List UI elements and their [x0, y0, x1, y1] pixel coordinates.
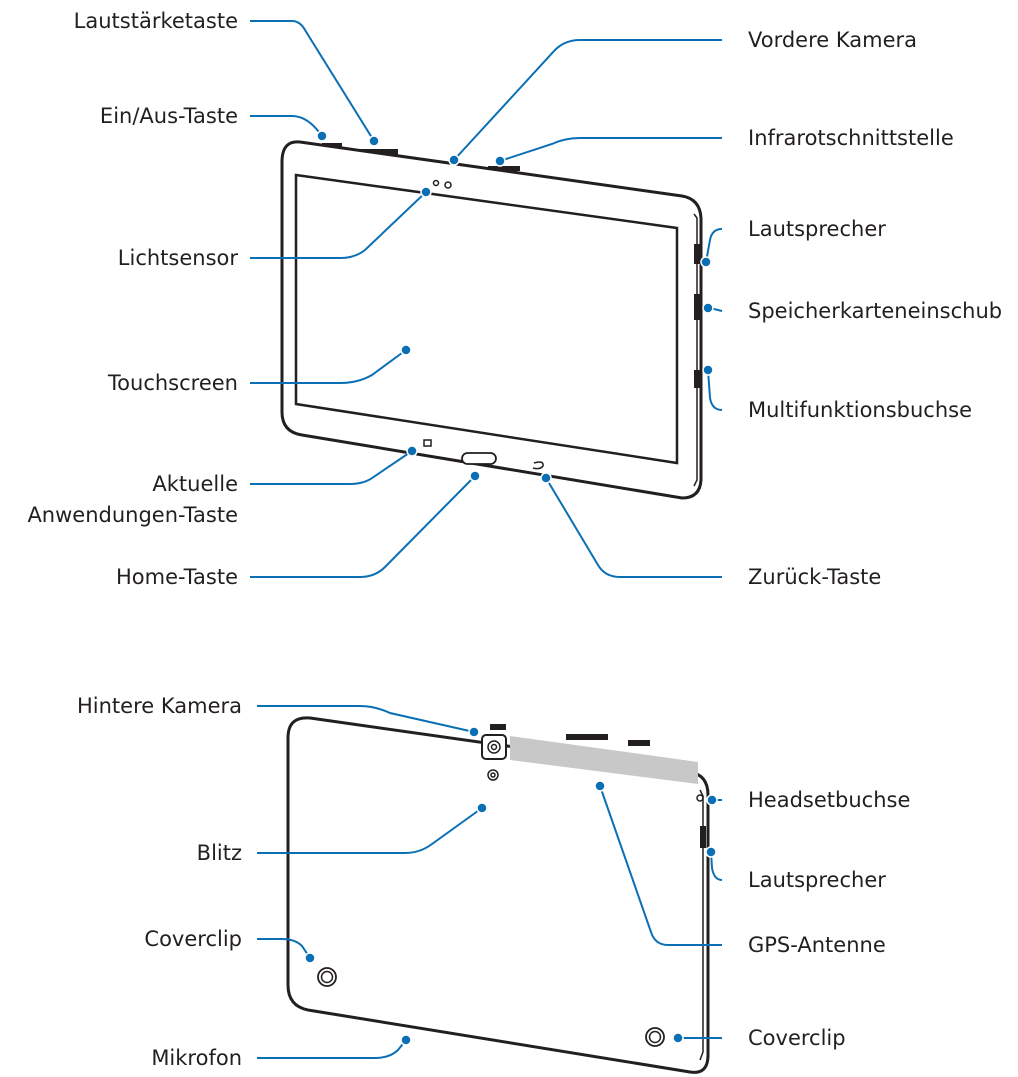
label-microphone: Mikrofon [151, 1046, 242, 1070]
rear-leaders [257, 705, 723, 1059]
label-cover-clip-right: Coverclip [748, 1026, 846, 1050]
leader-speaker [705, 228, 723, 263]
rear-top-button-3 [628, 740, 650, 746]
label-recent-apps-line1: Aktuelle [152, 472, 238, 496]
label-recent-apps-line2: Anwendungen-Taste [27, 503, 238, 527]
leader-dot-rear-speaker [705, 846, 717, 858]
front-ir-port-shape [488, 166, 520, 171]
rear-camera-lens-inner [490, 743, 498, 751]
leader-dot-gps [594, 780, 606, 792]
label-speaker-rear: Lautsprecher [748, 868, 886, 892]
label-front-camera: Vordere Kamera [748, 28, 918, 52]
leader-dot-touchscreen [400, 344, 412, 356]
leader-dot-infrared [494, 155, 506, 167]
front-screen [294, 173, 679, 465]
front-camera-lens [444, 181, 452, 189]
label-gps-antenna: GPS-Antenne [748, 933, 886, 957]
front-side-edge [693, 213, 698, 487]
rear-cover-clip-right-shape [645, 1027, 665, 1047]
rear-cover-clip-left-shape [317, 967, 337, 987]
rear-device [286, 716, 710, 1074]
leader-cover-clip-left [257, 938, 311, 959]
leader-dot-rear-camera [468, 726, 480, 738]
leader-dot-back [540, 472, 552, 484]
label-headset-jack: Headsetbuchse [748, 788, 911, 812]
front-light-sensor-shape [432, 179, 440, 187]
leader-home [250, 475, 476, 578]
label-rear-camera: Hintere Kamera [76, 694, 242, 718]
label-home-key: Home-Taste [116, 565, 238, 589]
label-memory-card-slot: Speicherkarteneinschub [748, 299, 1003, 323]
label-cover-clip-left: Coverclip [144, 927, 242, 951]
leader-back [545, 477, 722, 578]
rear-camera-lens [487, 740, 501, 754]
label-power-key: Ein/Aus-Taste [99, 104, 238, 128]
leader-dot-cover-clip-right [672, 1032, 684, 1044]
front-back-key-glyph [532, 461, 544, 470]
leader-dot-headset [706, 794, 718, 806]
leader-rear-speaker [710, 851, 723, 881]
leader-dot-front-camera [448, 154, 460, 166]
label-flash: Blitz [196, 841, 242, 865]
rear-cover-clip-left-inner [320, 970, 334, 984]
leader-dot-home [469, 470, 481, 482]
leader-dot-speaker [700, 256, 712, 268]
rear-top-button-2 [566, 734, 608, 740]
rear-speaker-slot [700, 826, 706, 848]
leader-recent [250, 450, 413, 485]
label-light-sensor: Lichtsensor [117, 246, 238, 270]
label-back-key: Zurück-Taste [748, 565, 882, 589]
rear-side-edge [699, 789, 704, 1061]
front-device [280, 140, 703, 500]
leader-multifunction [707, 369, 723, 411]
leader-dot-flash [476, 802, 488, 814]
label-speaker-front: Lautsprecher [748, 217, 886, 241]
label-multifunction-jack: Multifunktionsbuchse [748, 398, 973, 422]
leader-microphone [257, 1039, 407, 1059]
rear-body-outline [286, 716, 710, 1074]
leader-rear-camera [257, 705, 475, 733]
leader-infrared [499, 137, 722, 162]
rear-gps-panel [510, 736, 698, 784]
leader-dot-multifunction [702, 364, 714, 376]
leader-gps [599, 785, 722, 946]
leader-dot-microphone [400, 1034, 412, 1046]
leader-dot-recent [406, 445, 418, 457]
label-infrared: Infrarotschnittstelle [748, 126, 954, 150]
label-volume-key: Lautstärketaste [73, 9, 238, 33]
leader-front-camera [453, 39, 722, 161]
front-usb-port-shape [694, 370, 700, 388]
front-recent-key-glyph [423, 439, 432, 447]
leader-dot-memory [702, 302, 714, 314]
leader-touchscreen [250, 349, 407, 384]
leader-dot-power [316, 130, 328, 142]
rear-camera-housing [481, 734, 507, 760]
front-leaders [250, 20, 723, 578]
leader-dot-cover-clip-left [304, 952, 316, 964]
leader-flash [257, 807, 483, 854]
leader-dot-light-sensor [420, 186, 432, 198]
leader-power [250, 115, 323, 137]
front-speaker-slot-shape [694, 244, 700, 264]
leader-light-sensor [250, 191, 427, 259]
leader-volume [250, 20, 375, 142]
label-touchscreen: Touchscreen [107, 371, 238, 395]
front-home-key-shape [461, 452, 497, 465]
rear-headset-jack [696, 794, 704, 802]
front-memory-slot-shape [694, 294, 700, 320]
leader-dot-volume [368, 135, 380, 147]
rear-flash-shape [487, 769, 499, 781]
rear-cover-clip-right-inner [648, 1030, 662, 1044]
rear-top-button-1 [490, 724, 506, 730]
rear-flash-inner [490, 772, 496, 778]
